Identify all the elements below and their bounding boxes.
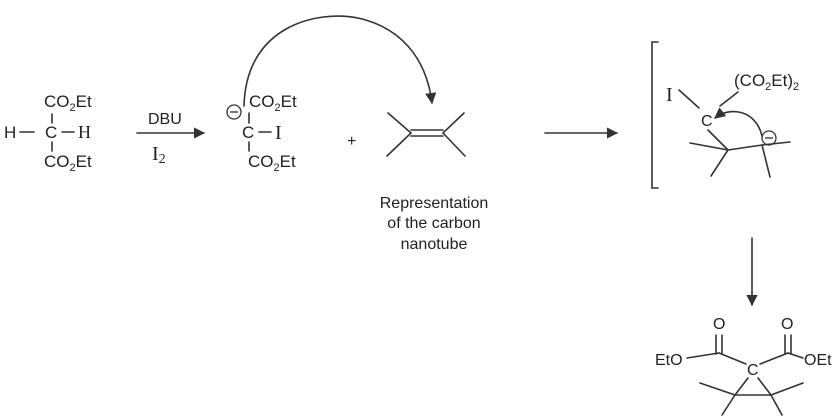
intermediate-bracket: I (CO2Et)2 C [651, 41, 799, 189]
iodomalonate-iodine: I [275, 122, 282, 144]
reagent-iodine: I2 [152, 143, 166, 167]
diethyl-malonate: CO2Et H C H CO2Et [4, 92, 92, 174]
product-oxygen-right: O [781, 316, 793, 333]
product-oxygen-left: O [713, 316, 725, 333]
step1-arrow: DBU I2 [136, 111, 206, 167]
caption-line-3: nanotube [401, 236, 468, 253]
iodomalonate-bottom-group: CO2Et [248, 152, 296, 174]
iodomalonate-carbon: C [242, 123, 254, 142]
curved-attack-arrow [243, 15, 437, 107]
cyclopropane-product: O O EtO OEt C [655, 316, 832, 416]
intermediate-ester-group: (CO2Et)2 [734, 71, 799, 93]
malonate-left-h: H [4, 123, 16, 142]
nanotube-caption: Representation of the carbon nanotube [380, 195, 489, 253]
electron-push-arrow [714, 107, 763, 137]
malonate-right-h: H [78, 122, 91, 142]
malonate-carbon: C [45, 123, 57, 142]
malonate-top-group: CO2Et [44, 92, 92, 114]
malonate-bottom-group: CO2Et [44, 152, 92, 174]
iodomalonate-anion: CO2Et C I CO2Et [226, 92, 297, 174]
caption-line-2: of the carbon [387, 215, 480, 232]
plus-sign: + [347, 133, 356, 150]
product-carbon: C [747, 362, 759, 379]
intermediate-iodine: I [666, 84, 673, 106]
nanotube-alkene [386, 112, 466, 157]
intermediate-carbon: C [701, 113, 713, 130]
negative-charge-icon [226, 104, 242, 120]
iodomalonate-top-group: CO2Et [249, 92, 297, 114]
caption-line-1: Representation [380, 195, 489, 212]
reagent-dbu: DBU [148, 111, 182, 128]
product-ethoxy-left: EtO [655, 352, 683, 369]
product-ethoxy-right: OEt [804, 352, 832, 369]
